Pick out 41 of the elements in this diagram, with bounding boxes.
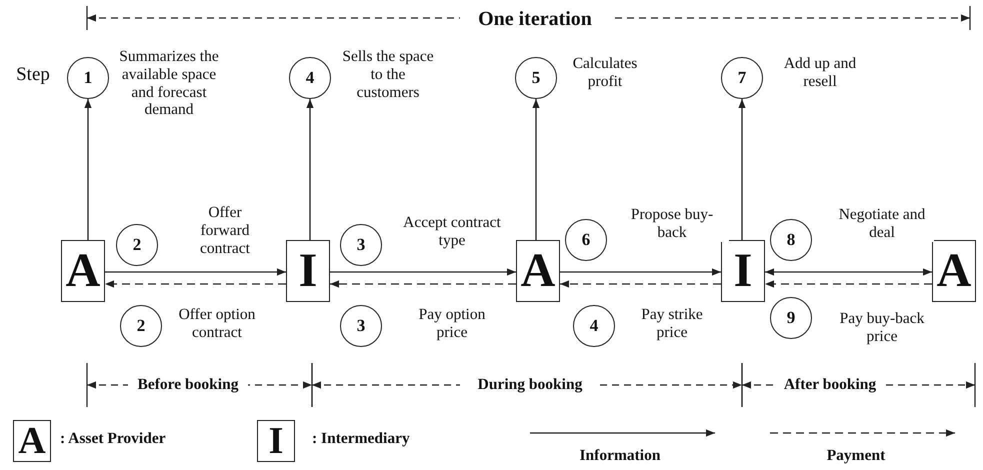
step-description: Calculates profit <box>572 55 638 91</box>
actor-box: A <box>61 240 105 302</box>
arrow <box>560 268 721 276</box>
dashed-arrow <box>560 280 721 288</box>
step-number-circle: 7 <box>721 57 763 99</box>
legend-label: : Asset Provider <box>60 430 167 448</box>
step-number-circle: 5 <box>515 57 557 99</box>
actor-box: A <box>932 240 976 302</box>
step-number-circle: 6 <box>565 219 607 261</box>
step-number-circle: 9 <box>770 297 812 339</box>
actor-box: A <box>516 240 560 302</box>
arrow <box>306 99 314 240</box>
step-description: Summarizes the available space and forecast demand <box>118 48 220 120</box>
arrow <box>738 99 746 240</box>
arrow <box>84 99 92 240</box>
step-label: Step <box>15 64 51 86</box>
step-number-circle: 4 <box>573 305 615 347</box>
step-description: Sells the space to the customers <box>341 48 435 102</box>
step-number-circle: 2 <box>116 224 158 266</box>
legend-symbol-box: I <box>257 420 295 462</box>
step-number-circle: 4 <box>289 57 331 99</box>
actor-box: I <box>286 240 330 302</box>
step-number-circle: 2 <box>120 305 162 347</box>
arrow <box>105 268 286 276</box>
arrow <box>765 268 932 276</box>
dashed-arrow <box>330 280 516 288</box>
step-number-circle: 3 <box>340 224 382 266</box>
step-description: Add up and resell <box>782 55 858 91</box>
arrow <box>532 99 540 240</box>
legend-label: Information <box>578 447 662 465</box>
step-number-circle: 8 <box>770 219 812 261</box>
step-number-circle: 3 <box>340 305 382 347</box>
phase-label: Before booking <box>128 376 248 394</box>
actor-box: I <box>721 240 765 302</box>
legend-label: Payment <box>826 447 886 465</box>
arrow <box>330 268 516 276</box>
legend-label: : Intermediary <box>312 430 411 448</box>
step-number-circle: 1 <box>67 57 109 99</box>
dashed-arrow <box>105 280 286 288</box>
legend-symbol-box: A <box>13 420 51 462</box>
dashed-arrow <box>765 280 932 288</box>
